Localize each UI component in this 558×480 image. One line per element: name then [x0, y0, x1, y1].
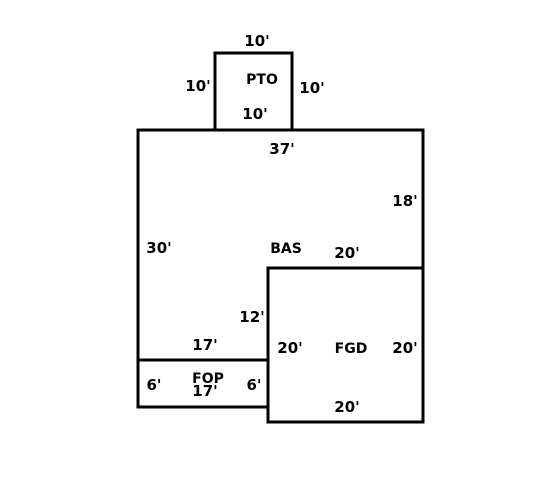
fop-bottom-dimension: 17': [192, 382, 217, 400]
fop-left-dimension: 6': [146, 376, 161, 394]
fgd-name-label: FGD: [335, 341, 368, 357]
pto-right-dimension: 10': [299, 79, 324, 97]
bas-inner-dimension: 12': [239, 308, 264, 326]
bas-left-dimension: 30': [146, 239, 171, 257]
pto-left-dimension: 10': [185, 77, 210, 95]
fop-right-dimension: 6': [246, 376, 261, 394]
pto-bottom-dimension: 10': [242, 105, 267, 123]
fop-name-label: FOP: [192, 371, 224, 387]
fgd-bottom-dimension: 20': [334, 398, 359, 416]
bas-bottom-dimension: 17': [192, 336, 217, 354]
bas-right-dimension: 18': [392, 192, 417, 210]
pto-top-dimension: 10': [244, 32, 269, 50]
fgd-right-dimension: 20': [392, 339, 417, 357]
fgd-outline: [266, 266, 425, 424]
bas-step-dimension: 20': [334, 244, 359, 262]
pto-name-label: PTO: [246, 72, 278, 88]
bas-top-dimension: 37': [269, 140, 294, 158]
bas-name-label: BAS: [270, 241, 302, 257]
fgd-left-dimension: 20': [277, 339, 302, 357]
